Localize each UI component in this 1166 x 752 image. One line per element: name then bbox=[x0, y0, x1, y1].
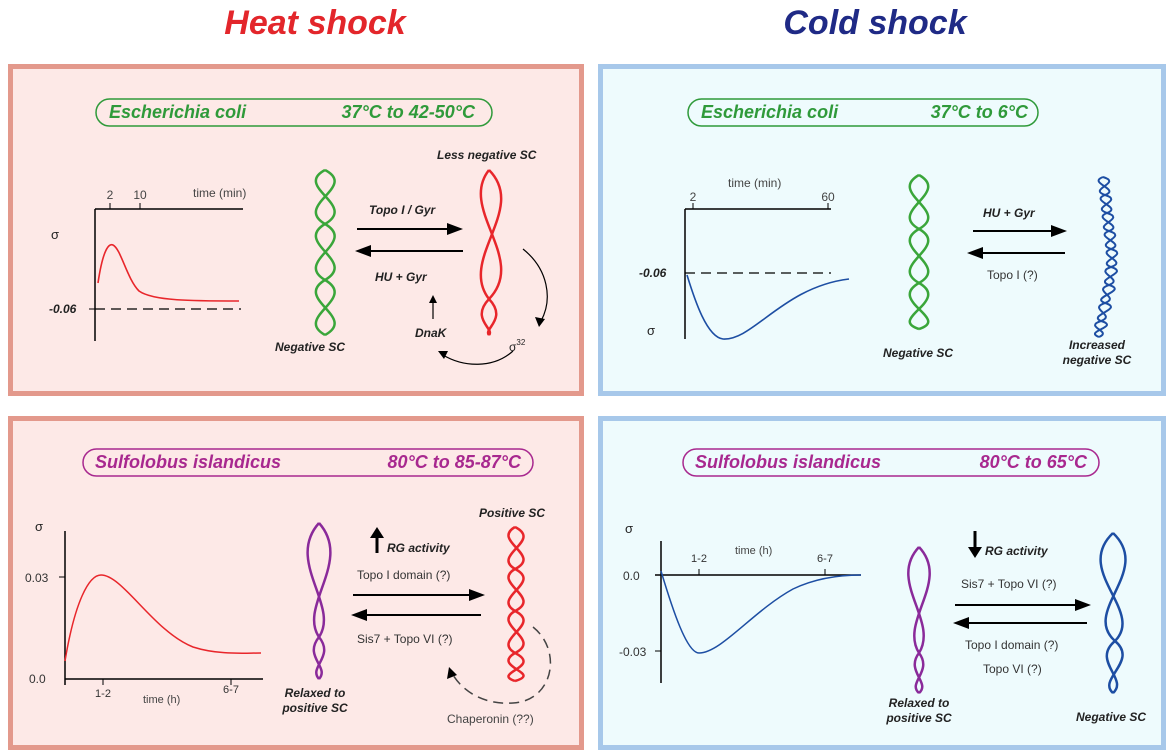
positive-sc-label: Positive SC bbox=[479, 506, 545, 520]
dnak-label: DnaK bbox=[415, 326, 448, 340]
rg-activity-up-arrow bbox=[370, 527, 384, 553]
x-tick-label: 2 bbox=[107, 188, 114, 202]
cold-shock-sulfolobus-panel: Sulfolobus islandicus 80°C to 65°C σ 0.0… bbox=[598, 416, 1166, 750]
x-axis-label: time (min) bbox=[193, 186, 246, 200]
reverse-arrow-label-2: Topo VI (?) bbox=[983, 662, 1042, 676]
forward-arrow bbox=[955, 599, 1091, 611]
x-tick-label: 1-2 bbox=[691, 553, 707, 565]
less-negative-sc-helix bbox=[479, 169, 503, 336]
cold-shock-ecoli-panel: Escherichia coli 37°C to 6°C time (min) … bbox=[598, 64, 1166, 396]
forward-arrow-label: Topo I domain (?) bbox=[357, 568, 450, 582]
y-axis-label: σ bbox=[625, 521, 633, 536]
forward-arrow bbox=[973, 225, 1067, 237]
relaxed-to-positive-sc-helix bbox=[306, 522, 332, 680]
reverse-arrow-label: HU + Gyr bbox=[375, 270, 428, 284]
forward-arrow-label: Topo I / Gyr bbox=[369, 203, 437, 217]
increased-negative-sc-label-line2: negative SC bbox=[1063, 353, 1132, 367]
heat-shock-ecoli-panel: Escherichia coli 37°C to 42-50°C 2 10 ti… bbox=[8, 64, 584, 396]
forward-arrow-label: HU + Gyr bbox=[983, 206, 1036, 220]
temperature-range: 37°C to 6°C bbox=[931, 102, 1029, 122]
y-tick-label: -0.06 bbox=[639, 266, 667, 280]
x-tick-label: 6-7 bbox=[817, 553, 833, 565]
heat-shock-sulfolobus-panel: Sulfolobus islandicus 80°C to 85-87°C σ … bbox=[8, 416, 584, 750]
temperature-range: 80°C to 85-87°C bbox=[388, 452, 522, 472]
increased-negative-sc-helix bbox=[1094, 176, 1119, 338]
negative-sc-helix bbox=[314, 168, 336, 337]
rg-activity-label: RG activity bbox=[387, 541, 451, 555]
y-axis-label: σ bbox=[35, 519, 43, 534]
x-axis-label: time (min) bbox=[728, 176, 781, 190]
sigma-32-label: σ32 bbox=[509, 338, 526, 354]
less-negative-sc-label: Less negative SC bbox=[437, 148, 537, 162]
sigma-curve bbox=[64, 574, 262, 662]
relaxed-to-positive-sc-label: Relaxed to bbox=[889, 696, 950, 710]
forward-arrow-label: Sis7 + Topo VI (?) bbox=[961, 577, 1057, 591]
negative-sc-label: Negative SC bbox=[883, 346, 953, 360]
organism-name: Sulfolobus islandicus bbox=[95, 452, 281, 472]
negative-sc-label: Negative SC bbox=[1076, 710, 1146, 724]
y-tick-label: 0.03 bbox=[25, 571, 49, 585]
negative-sc-helix bbox=[1099, 532, 1127, 694]
reverse-arrow bbox=[953, 617, 1087, 629]
organism-label: Sulfolobus islandicus 80°C to 65°C bbox=[682, 448, 1100, 477]
chaperonin-label: Chaperonin (??) bbox=[447, 712, 534, 726]
x-tick-label: 2 bbox=[690, 190, 697, 204]
organism-label: Escherichia coli 37°C to 6°C bbox=[687, 98, 1039, 127]
organism-name: Sulfolobus islandicus bbox=[695, 452, 881, 472]
rg-activity-down-arrow bbox=[968, 531, 982, 558]
organism-name: Escherichia coli bbox=[701, 102, 839, 122]
positive-sc-helix bbox=[507, 525, 525, 683]
y-tick-label: -0.06 bbox=[49, 302, 77, 316]
y-axis-label: σ bbox=[51, 227, 59, 242]
heat-shock-title: Heat shock bbox=[224, 4, 406, 42]
x-axis-label: time (h) bbox=[143, 694, 180, 706]
x-tick-label: 6-7 bbox=[223, 684, 239, 696]
negative-sc-label: Negative SC bbox=[275, 340, 345, 354]
reverse-arrow-label: Sis7 + Topo VI (?) bbox=[357, 632, 453, 646]
relaxed-to-positive-sc-label-line2: positive SC bbox=[885, 711, 952, 725]
supercoiling-graph: σ 0.0 -0.03 1-2 6-7 time (h) bbox=[619, 521, 862, 683]
x-tick-label: 1-2 bbox=[95, 688, 111, 700]
y-tick-label: -0.03 bbox=[619, 645, 647, 659]
relaxed-to-positive-sc-label-line2: positive SC bbox=[281, 701, 348, 715]
sigma-curve bbox=[97, 243, 240, 302]
temperature-range: 37°C to 42-50°C bbox=[342, 102, 476, 122]
reverse-arrow bbox=[355, 245, 463, 257]
x-axis-label: time (h) bbox=[735, 545, 772, 557]
negative-sc-helix bbox=[908, 173, 930, 331]
organism-label: Sulfolobus islandicus 80°C to 85-87°C bbox=[82, 448, 534, 477]
chaperonin-loop bbox=[447, 626, 552, 704]
supercoiling-graph: σ 0.03 0.0 1-2 6-7 time (h) bbox=[25, 519, 263, 706]
reverse-arrow bbox=[967, 247, 1065, 259]
increased-negative-sc-label: Increased bbox=[1069, 338, 1126, 352]
dnak-up-arrow bbox=[429, 295, 437, 319]
reverse-arrow-label: Topo I domain (?) bbox=[965, 638, 1058, 652]
reverse-arrow-label: Topo I (?) bbox=[987, 268, 1038, 282]
supercoiling-graph: time (min) 2 60 -0.06 σ bbox=[639, 176, 850, 340]
rg-activity-label: RG activity bbox=[985, 544, 1049, 558]
x-tick-label: 60 bbox=[821, 190, 835, 204]
organism-name: Escherichia coli bbox=[109, 102, 247, 122]
forward-arrow bbox=[353, 589, 485, 601]
y-axis-label: σ bbox=[647, 323, 655, 338]
supercoiling-graph: 2 10 time (min) σ -0.06 bbox=[49, 186, 246, 341]
organism-label: Escherichia coli 37°C to 42-50°C bbox=[95, 98, 493, 127]
regulation-loop bbox=[438, 248, 548, 365]
reverse-arrow bbox=[351, 609, 481, 621]
y-tick-label: 0.0 bbox=[29, 672, 46, 686]
sigma-curve bbox=[686, 274, 850, 340]
relaxed-to-positive-sc-label: Relaxed to bbox=[285, 686, 346, 700]
cold-shock-title: Cold shock bbox=[783, 4, 967, 42]
temperature-range: 80°C to 65°C bbox=[980, 452, 1088, 472]
sigma-curve bbox=[660, 570, 862, 654]
forward-arrow bbox=[357, 223, 463, 235]
x-tick-label: 10 bbox=[133, 188, 147, 202]
relaxed-to-positive-sc-helix bbox=[907, 546, 931, 694]
y-tick-label: 0.0 bbox=[623, 569, 640, 583]
